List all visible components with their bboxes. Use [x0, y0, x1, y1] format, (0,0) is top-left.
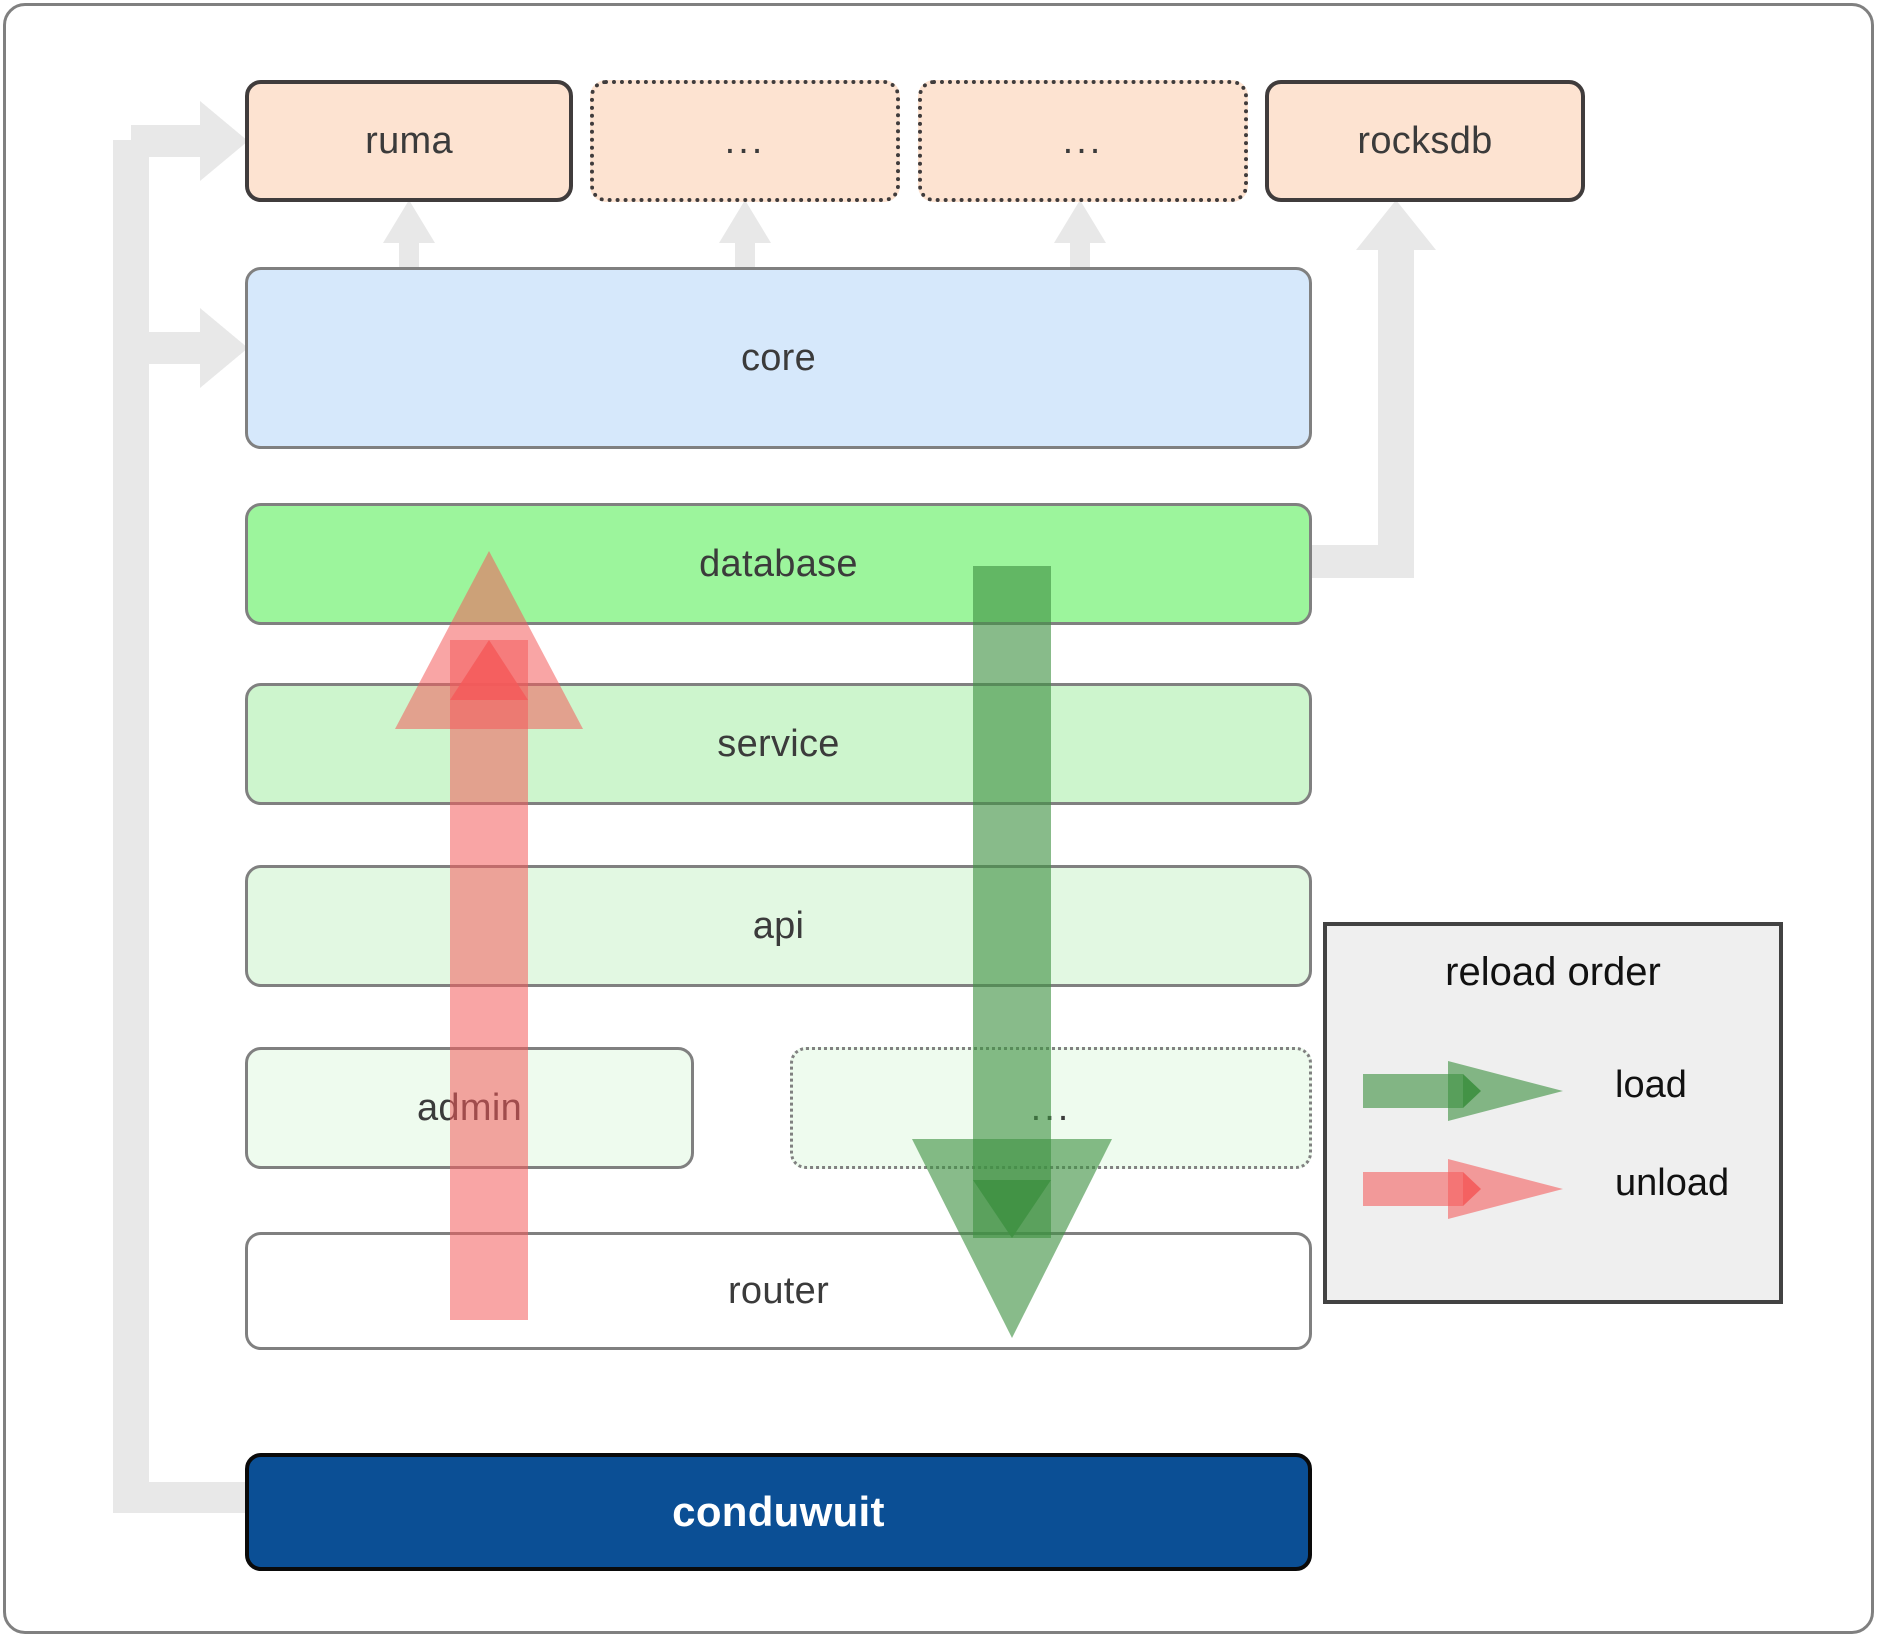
node-admin-label: admin	[417, 1086, 522, 1129]
node-conduwuit[interactable]: conduwuit	[245, 1453, 1312, 1571]
node-layer-ellipsis[interactable]: ...	[790, 1047, 1312, 1169]
diagram-outer-frame	[3, 3, 1874, 1634]
node-router[interactable]: router	[245, 1232, 1312, 1350]
node-api-label: api	[752, 904, 805, 947]
node-rocksdb[interactable]: rocksdb	[1265, 80, 1585, 202]
legend-row-load: load	[1327, 1046, 1779, 1136]
node-service-label: service	[717, 722, 840, 765]
legend-load-arrow-icon	[1363, 1061, 1563, 1121]
legend-panel: reload order load unload	[1323, 922, 1783, 1304]
legend-unload-label: unload	[1615, 1162, 1730, 1204]
legend-row-unload: unload	[1327, 1144, 1779, 1234]
node-api[interactable]: api	[245, 865, 1312, 987]
node-admin[interactable]: admin	[245, 1047, 694, 1169]
node-layer-ellipsis-label: ...	[1030, 1086, 1072, 1129]
node-dep-ellipsis-2[interactable]: ...	[918, 80, 1248, 202]
node-database[interactable]: database	[245, 503, 1312, 625]
node-router-label: router	[727, 1269, 830, 1312]
legend-title: reload order	[1445, 950, 1661, 994]
node-service[interactable]: service	[245, 683, 1312, 805]
legend-unload-arrow-icon	[1363, 1159, 1563, 1219]
node-core-label: core	[740, 336, 817, 379]
node-dep-ellipsis-1[interactable]: ...	[590, 80, 900, 202]
node-core[interactable]: core	[245, 267, 1312, 449]
node-rocksdb-label: rocksdb	[1357, 119, 1493, 162]
legend-load-label: load	[1615, 1064, 1687, 1106]
node-conduwuit-label: conduwuit	[672, 1488, 885, 1535]
node-ruma-label: ruma	[365, 119, 453, 162]
node-dep-ellipsis-2-label: ...	[1062, 119, 1104, 162]
node-ruma[interactable]: ruma	[245, 80, 573, 202]
node-dep-ellipsis-1-label: ...	[724, 119, 766, 162]
node-database-label: database	[699, 542, 858, 585]
